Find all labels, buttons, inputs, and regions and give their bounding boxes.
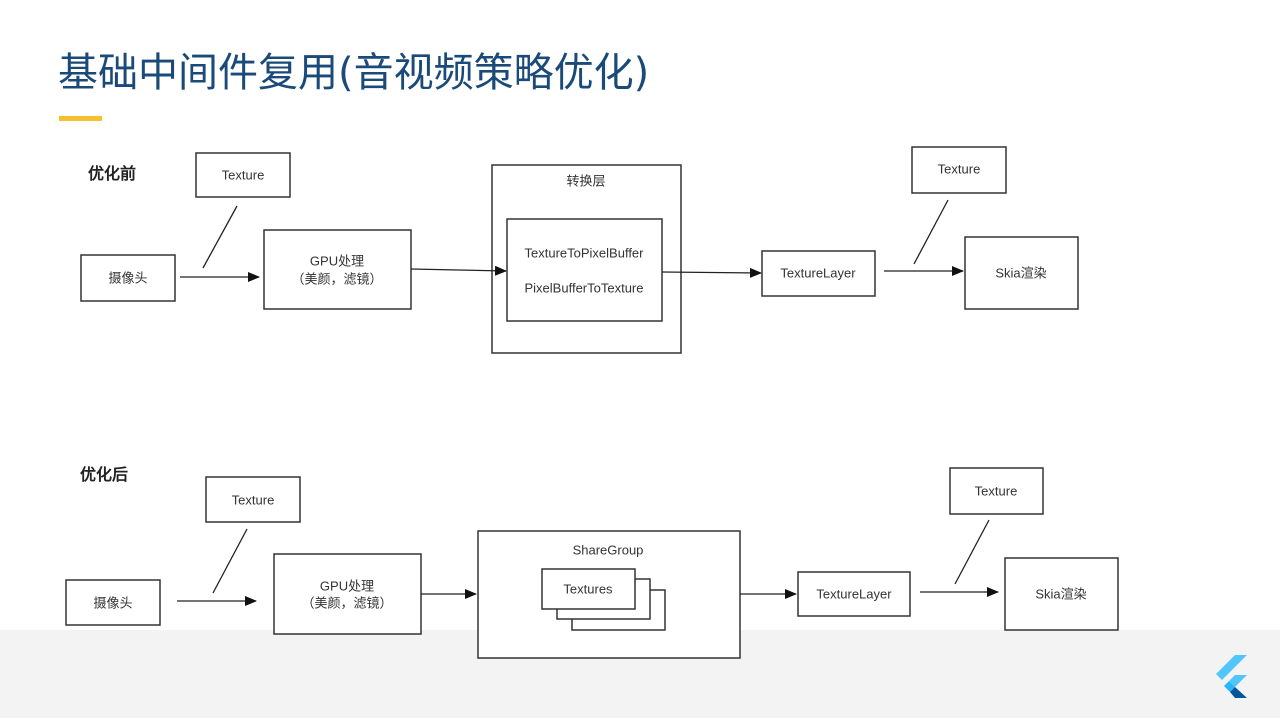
before-camera-box [80, 254, 176, 302]
after-camera-label: 摄像头 [93, 595, 132, 610]
before-converter-inner-box [506, 218, 663, 322]
after-camera-box [65, 579, 161, 626]
section-label-before: 优化前 [88, 164, 137, 183]
before-gpu-label-line2: （美颜，滤镜） [291, 271, 382, 286]
after-texture-in-box [205, 476, 301, 523]
after-skia-label: Skia渲染 [1035, 586, 1086, 601]
before-texture-in-label: Texture [222, 167, 265, 182]
before-skia-box [964, 236, 1079, 310]
before-arrow-gpu-converter [410, 265, 507, 276]
before-converter-line1: TextureToPixelBuffer [525, 245, 645, 260]
after-skia-box [1004, 557, 1119, 631]
before-gpu-box [263, 229, 412, 310]
after-gpu-box [273, 553, 422, 635]
before-texture-in-connector [202, 205, 238, 269]
section-label-after: 优化后 [80, 465, 129, 484]
after-textures-label: Textures [563, 581, 613, 596]
after-sharegroup-title: ShareGroup [573, 542, 644, 557]
after-texture-in-label: Texture [232, 492, 275, 507]
after-gpu-label-line2: （美颜，滤镜） [301, 595, 392, 610]
after-flow: 摄像头 Texture GPU处理 （美颜，滤镜） ShareGroup Tex… [65, 467, 1119, 659]
after-texture-layer-label: TextureLayer [816, 586, 892, 601]
before-texture-layer-label: TextureLayer [780, 265, 856, 280]
after-gpu-label-line1: GPU处理 [320, 578, 374, 593]
before-arrow-converter-layer [661, 267, 762, 278]
before-flow: 摄像头 Texture GPU处理 （美颜，滤镜） 转换层 TextureToP… [80, 146, 1079, 354]
after-texture-out-box [949, 467, 1044, 515]
before-skia-label: Skia渲染 [995, 265, 1046, 280]
before-camera-label: 摄像头 [108, 270, 147, 285]
before-texture-out-label: Texture [938, 161, 981, 176]
flutter-logo-icon [1216, 655, 1247, 698]
before-texture-layer-box [761, 250, 876, 297]
after-texture-out-connector [954, 519, 990, 585]
after-texture-layer-box [797, 571, 911, 617]
before-converter-title: 转换层 [566, 173, 605, 188]
before-texture-in-box [195, 152, 291, 198]
after-texture-in-connector [212, 528, 248, 594]
slide-title: 基础中间件复用(音视频策略优化) [58, 50, 650, 96]
before-texture-out-box [911, 146, 1007, 194]
before-converter-line2: PixelBufferToTexture [525, 280, 644, 295]
before-texture-out-connector [913, 199, 949, 265]
before-gpu-label-line1: GPU处理 [310, 253, 364, 268]
after-texture-out-label: Texture [975, 483, 1018, 498]
title-underline [59, 116, 102, 121]
after-textures-stack-front [541, 568, 636, 610]
